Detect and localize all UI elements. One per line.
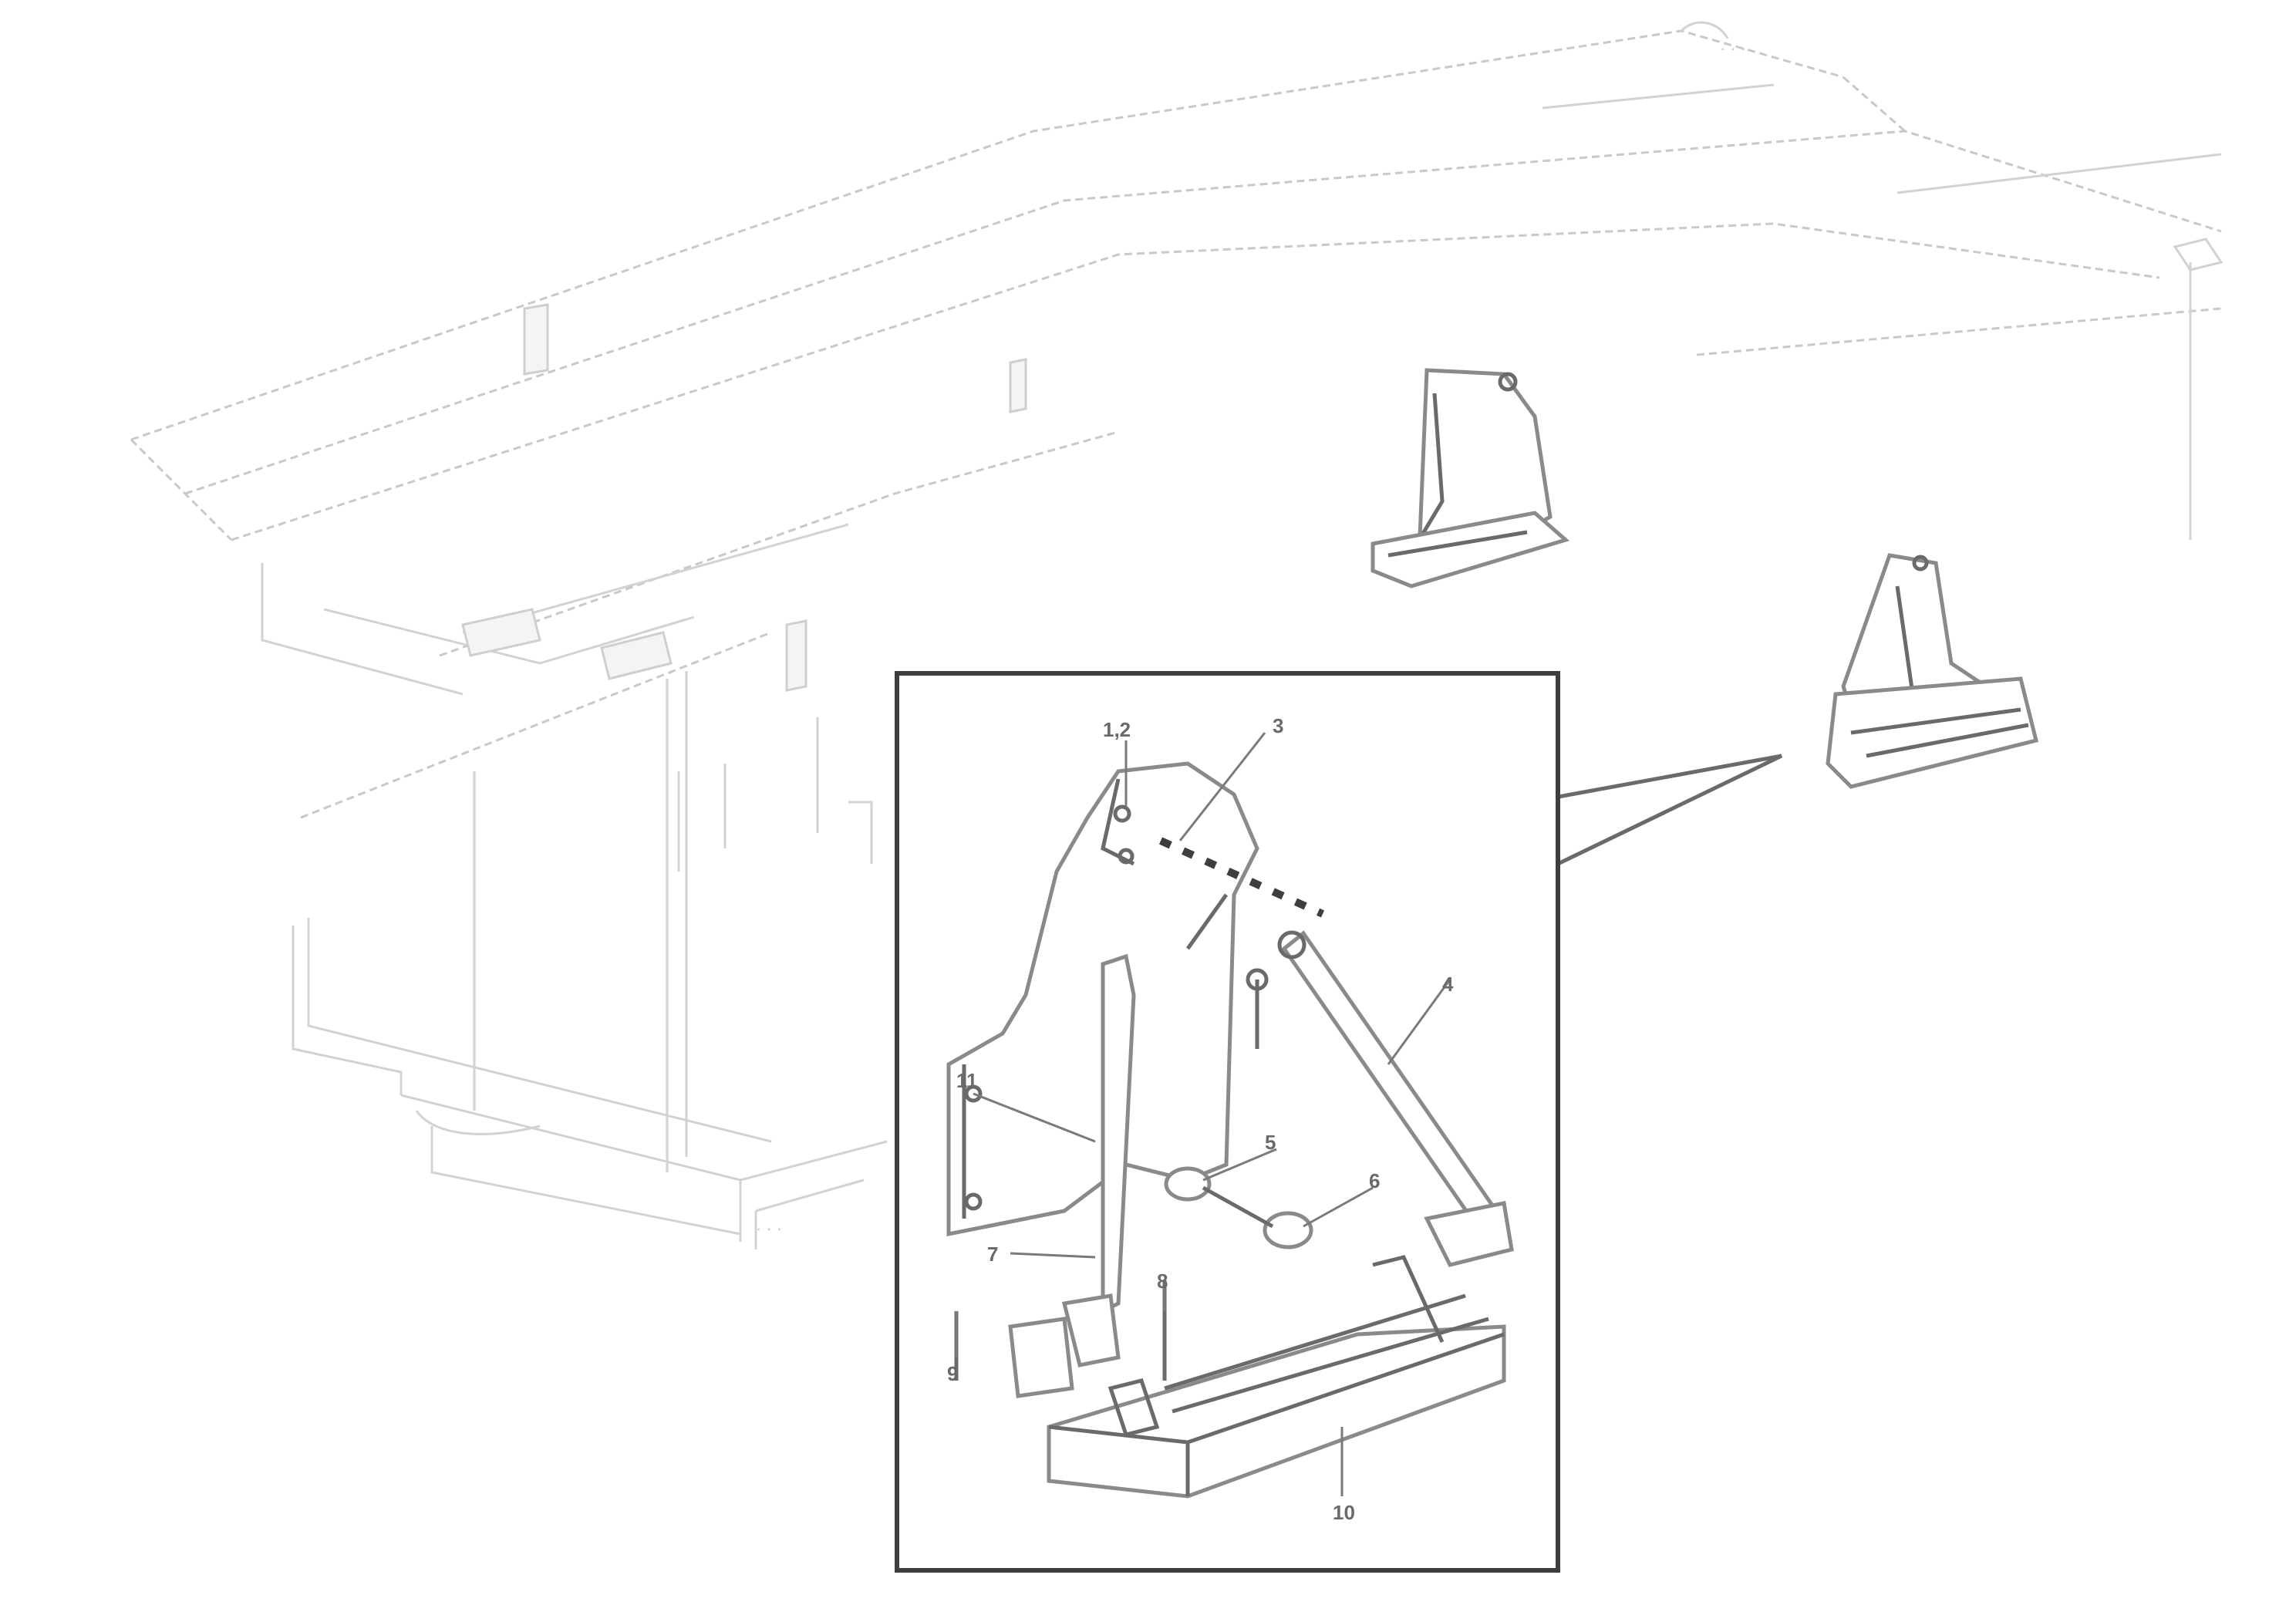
background-frame: · · · · · · <box>130 21 2224 1249</box>
callout-e: 6 <box>1369 1169 1380 1192</box>
callout-labels: 1,2 3 4 5 6 7 8 9 10 11 <box>947 714 1454 1524</box>
callout-d: 5 <box>1265 1131 1276 1154</box>
bracket-installed-lower <box>1826 553 2039 789</box>
inset-pointer-arrow <box>1549 754 1783 866</box>
callout-i: 10 <box>1333 1501 1355 1524</box>
callout-j: 11 <box>956 1069 978 1092</box>
callout-leaders <box>955 732 1451 1496</box>
callout-a: 1,2 <box>1103 718 1131 741</box>
bracket-installed-upper <box>1371 368 1570 588</box>
detail-bracket-assembly <box>946 761 1514 1499</box>
callout-f: 7 <box>987 1243 998 1266</box>
callout-g: 8 <box>1157 1270 1168 1293</box>
callout-b: 3 <box>1273 714 1283 737</box>
callout-c: 4 <box>1442 973 1454 996</box>
svg-text:· · ·: · · · <box>1720 39 1746 58</box>
callout-h: 9 <box>947 1362 958 1385</box>
svg-text:· · ·: · · · <box>756 1219 782 1238</box>
